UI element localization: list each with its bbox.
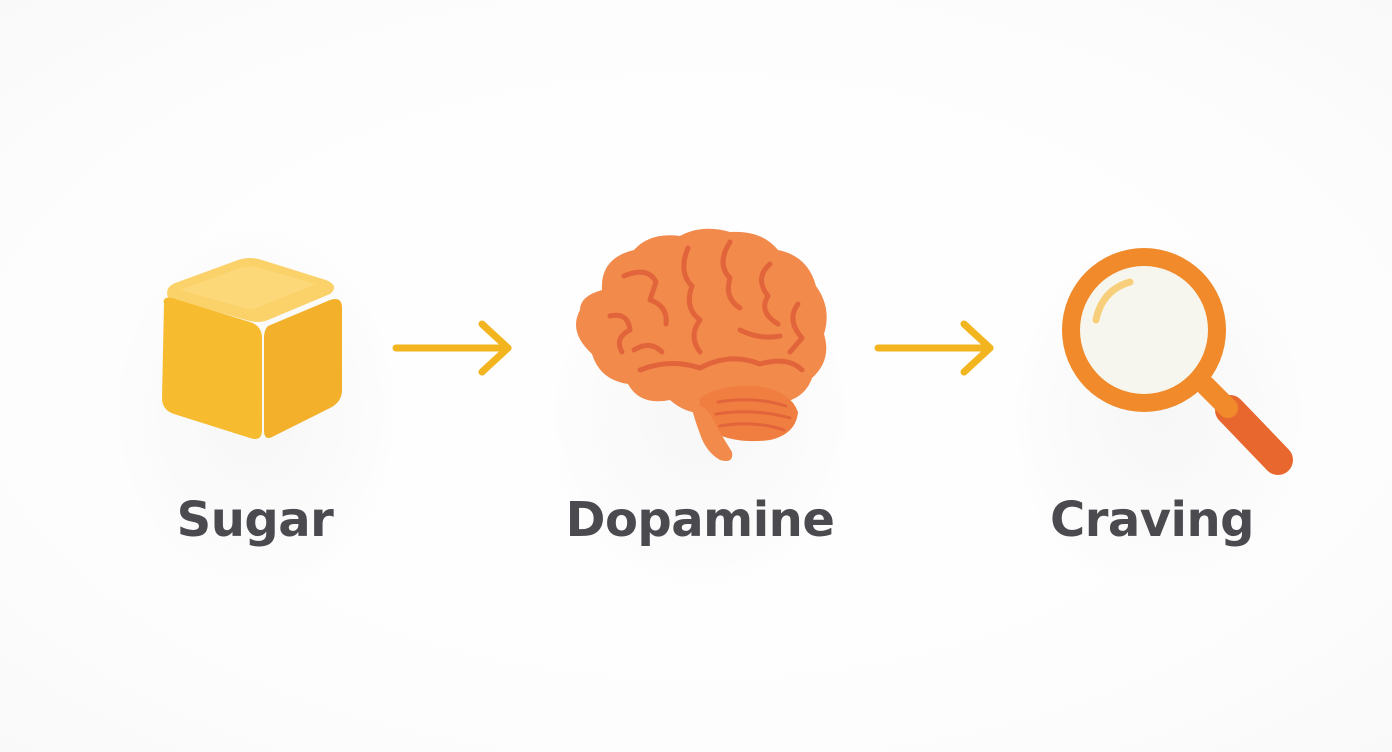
sugar-cube-icon: [162, 258, 342, 439]
lens-glass: [1080, 266, 1208, 394]
arrow-right-icon: [392, 320, 512, 376]
arrow-right-icon: [874, 320, 994, 376]
step-dopamine: Dopamine: [540, 220, 860, 590]
brain-icon: [576, 228, 827, 461]
step-label-dopamine: Dopamine: [565, 492, 835, 548]
cube-front-face: [162, 297, 262, 439]
lens-handle: [1215, 395, 1293, 475]
magnifying-glass-icon: [1062, 248, 1293, 475]
step-sugar: Sugar: [110, 220, 400, 590]
step-label-craving: Craving: [1049, 492, 1255, 548]
step-label-sugar: Sugar: [176, 492, 334, 548]
cube-side-face: [264, 299, 342, 438]
brain-stem: [690, 402, 733, 461]
lens-glint: [1092, 278, 1134, 324]
step-craving: Craving: [1010, 220, 1310, 590]
